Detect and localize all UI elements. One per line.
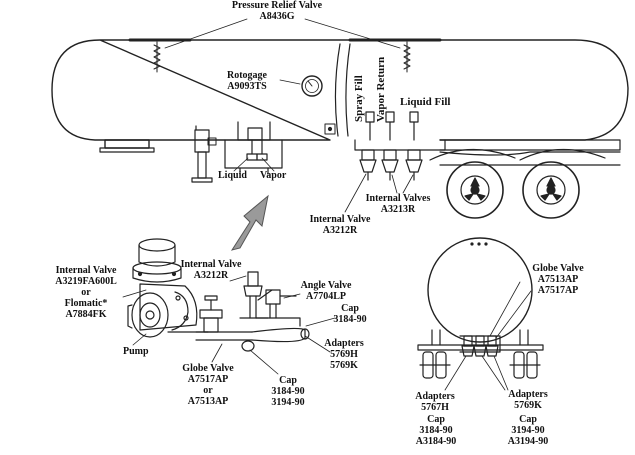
pressure-relief-valve-right	[403, 41, 411, 73]
adapters-mid-title: Adapters	[324, 338, 364, 349]
internal-valves-part: A3213R	[380, 204, 416, 215]
vapor-label: Vapor	[260, 170, 287, 181]
globe-valve-left-or: or	[203, 385, 213, 396]
tank-rear-view	[417, 237, 544, 353]
rear-wheel-1	[446, 161, 504, 219]
globe-valve-left-title: Globe Valve	[182, 363, 234, 374]
internal-valve-pump	[239, 271, 273, 319]
adapters-right-title: Adapters	[508, 389, 548, 400]
angle-valve-label: Angle Valve A7704LP	[301, 280, 352, 302]
globe-valve-left-part-1: A7517AP	[187, 374, 229, 385]
adapters-left-label: Adapters 5767H	[415, 391, 454, 413]
tank-body	[51, 38, 629, 141]
internal-valve-b-part: A3212R	[193, 270, 229, 281]
rear-valves	[461, 335, 499, 357]
internal-valve-left-part: A3219FA600L	[55, 276, 117, 287]
liquid-fill-label: Liquid Fill	[400, 96, 451, 108]
fill-pipes	[365, 111, 419, 141]
detail-arrow	[230, 194, 269, 251]
internal-valve-left-label: Internal Valve A3219FA600L or Flomatic* …	[55, 265, 116, 320]
liquid-vapor-valve-box	[224, 121, 283, 175]
rotogage-title: Rotogage	[227, 70, 267, 81]
cap-right-part-2: A3194-90	[507, 436, 549, 447]
cap-top-title: Cap	[341, 303, 359, 314]
globe-valve-left-part-2: A7513AP	[187, 396, 229, 407]
cap-mid-label: Cap 3184-90 3194-90	[271, 375, 304, 408]
cap-top-part: 3184-90	[333, 314, 367, 325]
liquid-label: Liquid	[218, 170, 247, 181]
internal-valves-label: Internal Valves A3213R	[366, 193, 431, 215]
globe-valve-right-title: Globe Valve	[532, 263, 584, 274]
rotogage-label: Rotogage A9093TS	[227, 70, 267, 92]
internal-valve-b-title: Internal Valve	[180, 259, 242, 270]
flomatic-part: A7884FK	[65, 309, 107, 320]
adapters-right-part: 5769K	[514, 400, 542, 411]
internal-valve-left-or: or	[81, 287, 91, 298]
cap-mid-part-2: 3194-90	[271, 397, 305, 408]
internal-valve-a-label: Internal Valve A3212R	[310, 214, 371, 236]
rotogage-part: A9093TS	[227, 81, 267, 92]
rotogage-gauge	[301, 75, 323, 97]
spray-fill-label: Spray Fill	[353, 75, 365, 122]
vapor-return-label: Vapor Return	[375, 56, 387, 122]
pump-piping	[195, 295, 310, 352]
cap-mid-title: Cap	[279, 375, 297, 386]
globe-valve-right-label: Globe Valve A7513AP A7517AP	[532, 263, 583, 296]
internal-valve-a-part: A3212R	[322, 225, 358, 236]
globe-valve-right-part-2: A7517AP	[537, 285, 579, 296]
adapters-right-label: Adapters 5769K	[508, 389, 547, 411]
adapters-mid-part-2: 5769K	[330, 360, 358, 371]
cap-right-part-1: 3194-90	[511, 425, 545, 436]
adapters-left-title: Adapters	[415, 391, 455, 402]
cap-right-label: Cap 3194-90 A3194-90	[508, 414, 549, 447]
pressure-relief-valve-label: Pressure Relief Valve A8436G	[232, 0, 322, 22]
cap-right-title: Cap	[519, 414, 537, 425]
globe-valve-right-part-1: A7513AP	[537, 274, 579, 285]
trailer-chassis	[429, 139, 621, 166]
landing-gear	[191, 125, 213, 183]
pressure-relief-valve-left	[153, 41, 161, 73]
angle-valve	[255, 289, 301, 327]
pressure-relief-valve-title: Pressure Relief Valve	[231, 0, 323, 11]
angle-valve-part: A7704LP	[306, 291, 346, 302]
cap-left-part-2: A3184-90	[415, 436, 457, 447]
pressure-relief-valve-part: A8436G	[259, 11, 295, 22]
adapters-left-part: 5767H	[421, 402, 449, 413]
pump-label: Pump	[123, 346, 149, 357]
adapters-mid-label: Adapters 5769H 5769K	[324, 338, 363, 371]
internal-valves-title: Internal Valves	[365, 193, 431, 204]
angle-valve-title: Angle Valve	[300, 280, 352, 291]
cap-left-title: Cap	[427, 414, 445, 425]
cap-mid-part-1: 3184-90	[271, 386, 305, 397]
internal-valve-a-title: Internal Valve	[309, 214, 371, 225]
adapters-mid-part-1: 5769H	[330, 349, 358, 360]
manhole-plate	[99, 139, 155, 153]
internal-valve-left-title: Internal Valve	[55, 265, 117, 276]
cap-left-label: Cap 3184-90 A3184-90	[416, 414, 457, 447]
cap-left-part-1: 3184-90	[419, 425, 453, 436]
internal-valve-b-label: Internal Valve A3212R	[181, 259, 242, 281]
rear-wheels	[419, 351, 541, 379]
internal-valves-cluster	[354, 139, 446, 181]
globe-valve-left-label: Globe Valve A7517AP or A7513AP	[182, 363, 233, 407]
cap-top-label: Cap 3184-90	[333, 303, 366, 325]
pump-internal-valve	[132, 238, 182, 283]
rear-wheel-2	[522, 161, 580, 219]
flomatic-title: Flomatic*	[64, 298, 108, 309]
